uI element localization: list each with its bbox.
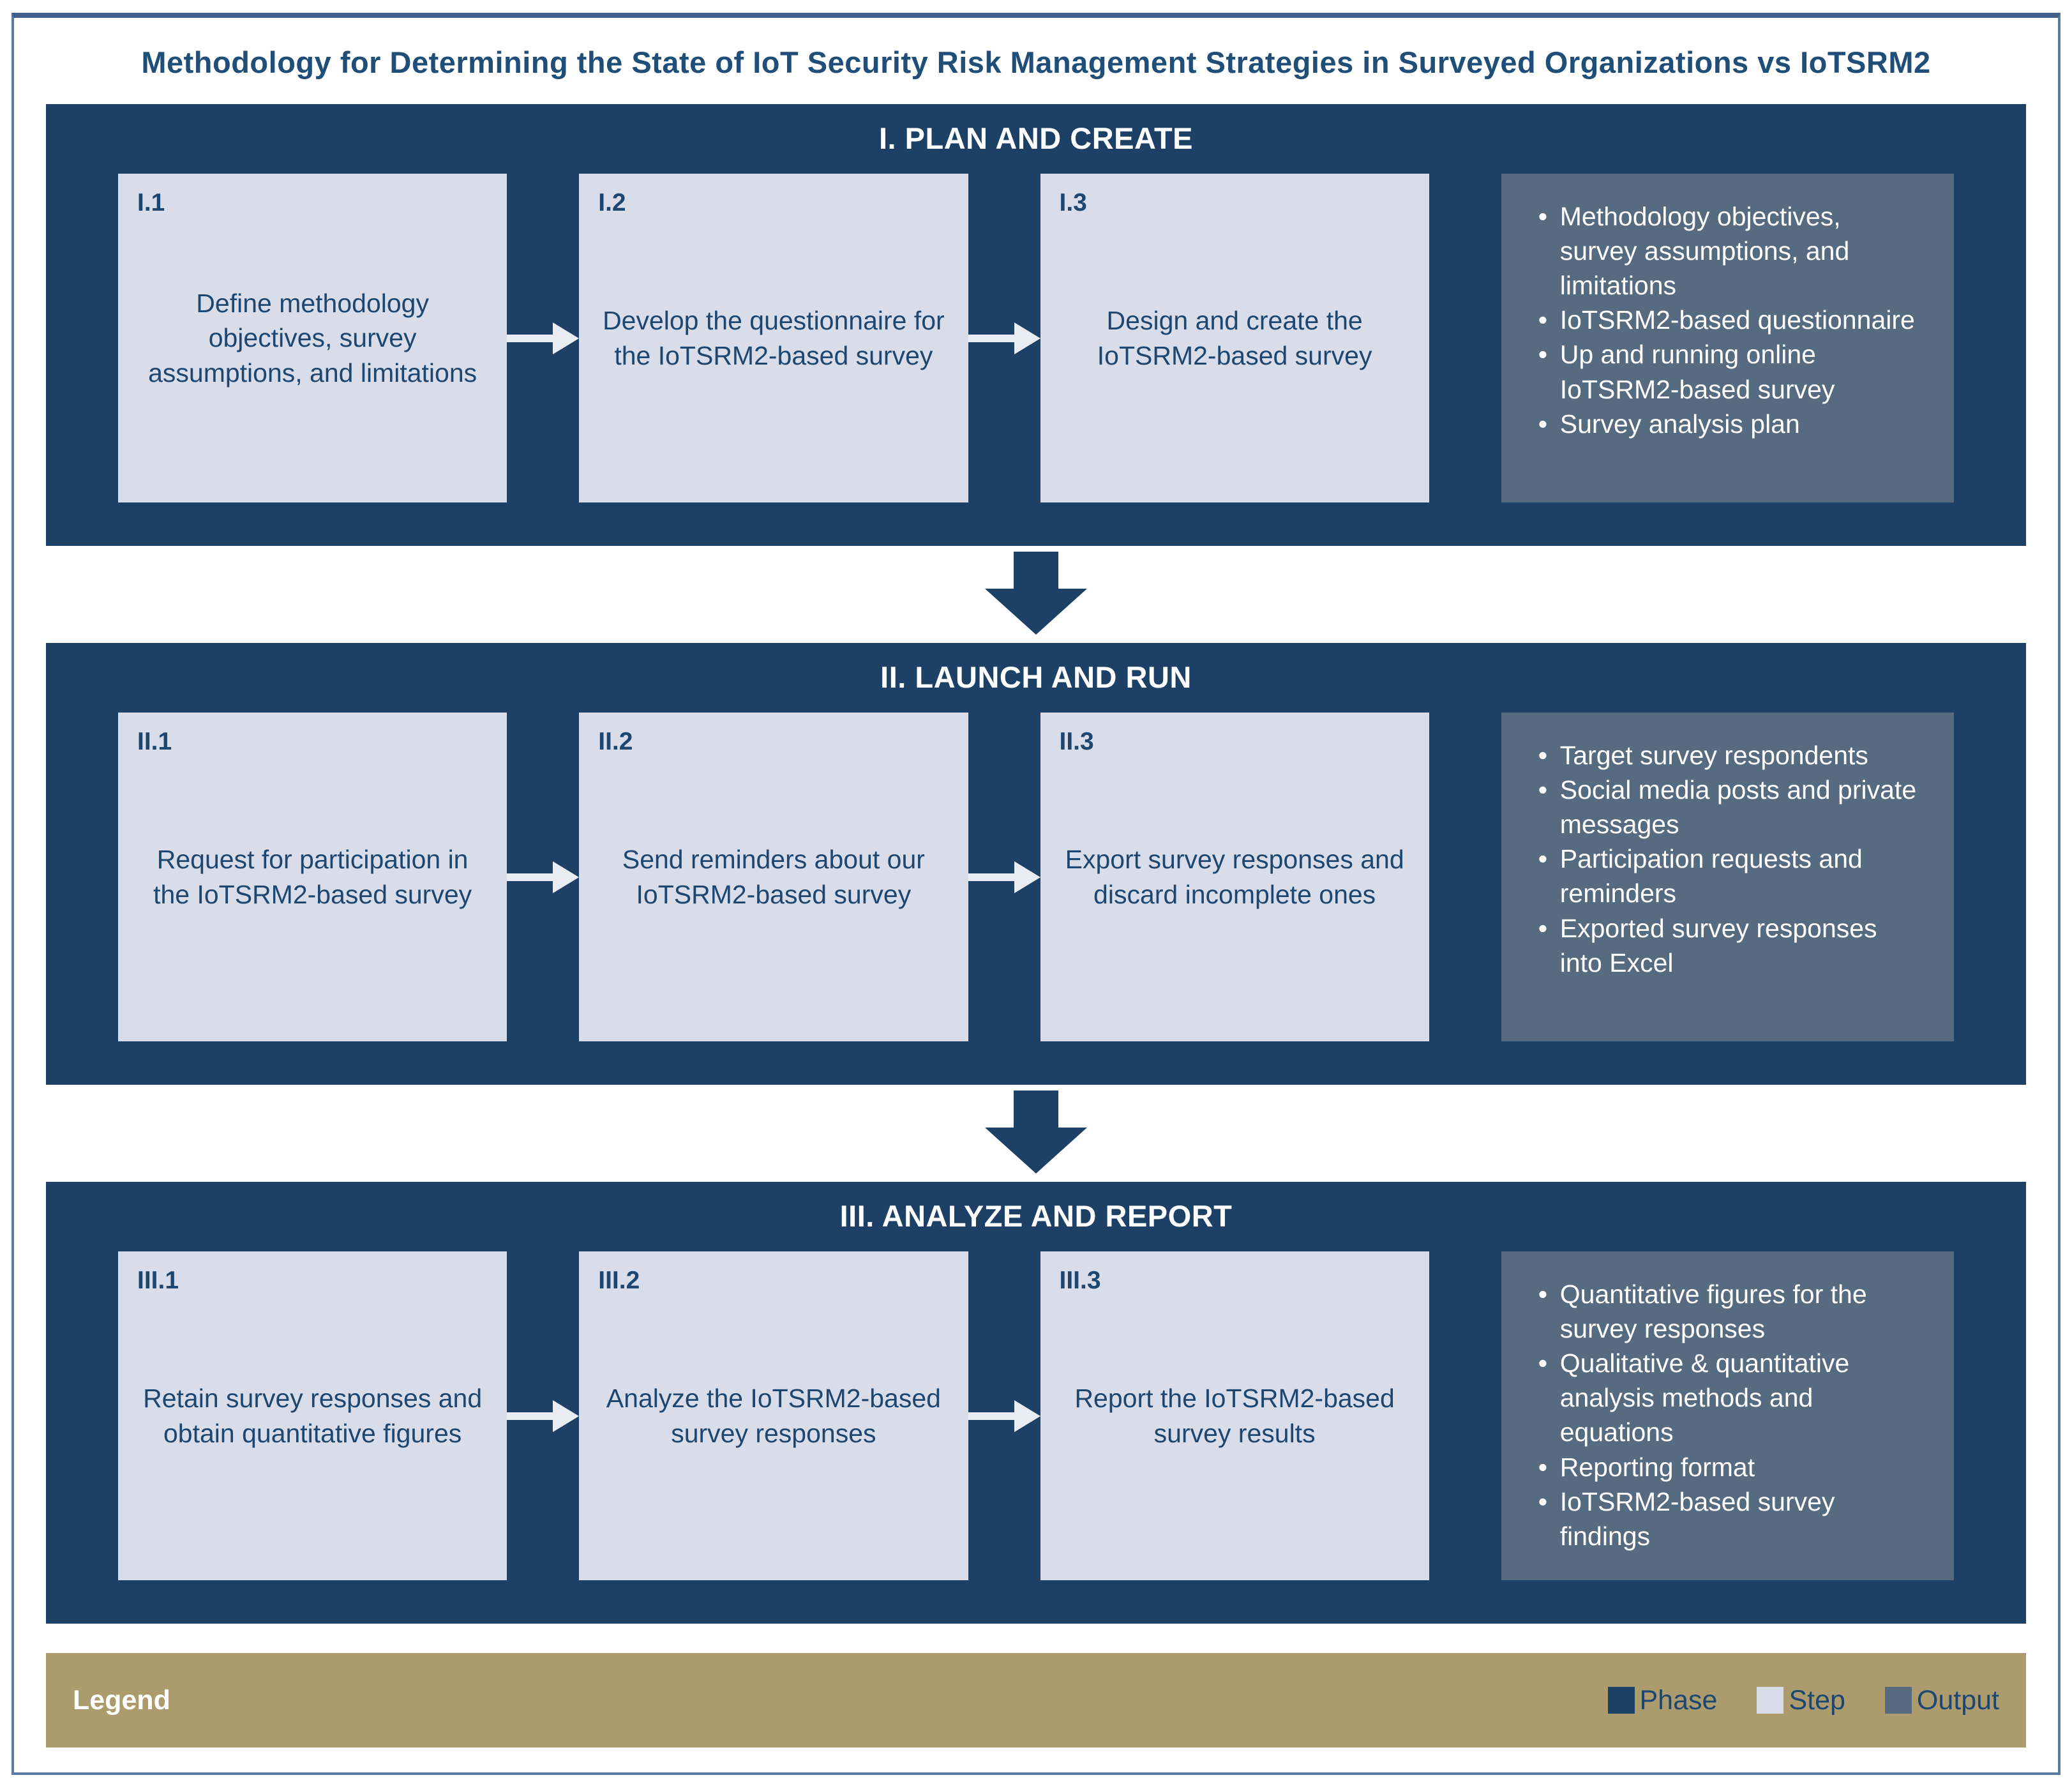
step-box-iii1: III.1 Retain survey responses and obtain… — [118, 1251, 507, 1580]
arrow-right-icon — [968, 174, 1040, 502]
step-box-i2: I.2 Develop the questionnaire for the Io… — [579, 174, 968, 502]
phase-3-header: III. ANALYZE AND REPORT — [839, 1199, 1233, 1233]
legend-item-phase: Phase — [1607, 1684, 1718, 1716]
spacer — [1429, 174, 1501, 502]
step-text: Export survey responses and discard inco… — [1065, 844, 1404, 909]
legend-item-label: Output — [1916, 1684, 1999, 1716]
step-number: I.1 — [137, 189, 165, 216]
step-text: Request for participation in the IoTSRM2… — [153, 844, 472, 909]
phase-1-row: I.1 Define methodology objectives, surve… — [118, 174, 1954, 502]
step-number: III.2 — [598, 1267, 640, 1294]
legend-item-output: Output — [1884, 1684, 1999, 1716]
arrow-right-icon — [507, 713, 580, 1041]
step-text: Design and create the IoTSRM2-based surv… — [1097, 305, 1372, 370]
phase-2-band: II. LAUNCH AND RUN II.1 Request for part… — [46, 643, 2026, 1085]
step-number: III.3 — [1059, 1267, 1101, 1294]
step-box-ii3: II.3 Export survey responses and discard… — [1040, 713, 1429, 1041]
legend-item-step: Step — [1757, 1685, 1845, 1716]
step-number: II.2 — [598, 728, 633, 755]
phase-3-band: III. ANALYZE AND REPORT III.1 Retain sur… — [46, 1182, 2026, 1624]
step-swatch-icon — [1757, 1687, 1784, 1714]
output-item: IoTSRM2-based questionnaire — [1533, 303, 1922, 337]
phase-1-header: I. PLAN AND CREATE — [878, 121, 1194, 155]
phase-2-header: II. LAUNCH AND RUN — [880, 660, 1192, 694]
arrow-right-icon — [968, 1251, 1040, 1580]
output-item: Exported survey responses into Excel — [1533, 911, 1922, 980]
step-box-i1: I.1 Define methodology objectives, surve… — [118, 174, 507, 502]
output-item: Participation requests and reminders — [1533, 842, 1922, 910]
step-box-iii2: III.2 Analyze the IoTSRM2-based survey r… — [579, 1251, 968, 1580]
output-item: Target survey respondents — [1533, 738, 1922, 773]
output-box-phase-2: Target survey respondents Social media p… — [1501, 713, 1954, 1041]
spacer — [1429, 1251, 1501, 1580]
legend-title: Legend — [73, 1684, 170, 1716]
step-number: II.3 — [1059, 728, 1094, 755]
phase-swatch-icon — [1607, 1687, 1635, 1714]
output-item: Reporting format — [1533, 1450, 1922, 1484]
step-number: I.3 — [1059, 189, 1087, 216]
output-item: Methodology objectives, survey assumptio… — [1533, 199, 1922, 303]
arrow-down-icon — [985, 551, 1087, 638]
output-item: Quantitative figures for the survey resp… — [1533, 1277, 1922, 1346]
phase-gap — [14, 1085, 2058, 1182]
output-item: IoTSRM2-based survey findings — [1533, 1484, 1922, 1553]
arrow-right-icon — [507, 174, 580, 502]
figure-frame: Methodology for Determining the State of… — [11, 13, 2061, 1775]
spacer — [1429, 713, 1501, 1041]
phase-gap — [14, 546, 2058, 643]
output-item: Up and running online IoTSRM2-based surv… — [1533, 337, 1922, 406]
arrow-down-icon — [985, 1090, 1087, 1177]
step-number: III.1 — [137, 1267, 179, 1294]
step-text: Send reminders about our IoTSRM2-based s… — [622, 844, 925, 909]
arrow-right-icon — [507, 1251, 580, 1580]
phase-2-row: II.1 Request for participation in the Io… — [118, 713, 1954, 1041]
output-box-phase-1: Methodology objectives, survey assumptio… — [1501, 174, 1954, 502]
output-item: Qualitative & quantitative analysis meth… — [1533, 1346, 1922, 1449]
step-text: Analyze the IoTSRM2-based survey respons… — [606, 1383, 941, 1448]
legend-item-label: Step — [1789, 1684, 1845, 1716]
legend-bar: Legend Phase Step Output — [46, 1653, 2026, 1747]
legend-item-label: Phase — [1639, 1684, 1718, 1716]
step-number: II.1 — [137, 728, 172, 755]
output-item: Survey analysis plan — [1533, 407, 1922, 441]
output-swatch-icon — [1884, 1687, 1912, 1714]
arrow-right-icon — [968, 713, 1040, 1041]
phase-3-row: III.1 Retain survey responses and obtain… — [118, 1251, 1954, 1580]
output-box-phase-3: Quantitative figures for the survey resp… — [1501, 1251, 1954, 1580]
step-text: Report the IoTSRM2-based survey results — [1074, 1383, 1395, 1448]
step-text: Define methodology objectives, survey as… — [148, 288, 477, 388]
phase-1-band: I. PLAN AND CREATE I.1 Define methodolog… — [46, 104, 2026, 546]
step-number: I.2 — [598, 189, 626, 216]
step-text: Develop the questionnaire for the IoTSRM… — [603, 305, 945, 370]
step-box-ii2: II.2 Send reminders about our IoTSRM2-ba… — [579, 713, 968, 1041]
step-box-iii3: III.3 Report the IoTSRM2-based survey re… — [1040, 1251, 1429, 1580]
legend-items: Phase Step Output — [1607, 1684, 1999, 1716]
step-box-ii1: II.1 Request for participation in the Io… — [118, 713, 507, 1041]
page-title: Methodology for Determining the State of… — [141, 45, 1931, 79]
step-text: Retain survey responses and obtain quant… — [143, 1383, 483, 1448]
output-item: Social media posts and private messages — [1533, 773, 1922, 842]
step-box-i3: I.3 Design and create the IoTSRM2-based … — [1040, 174, 1429, 502]
